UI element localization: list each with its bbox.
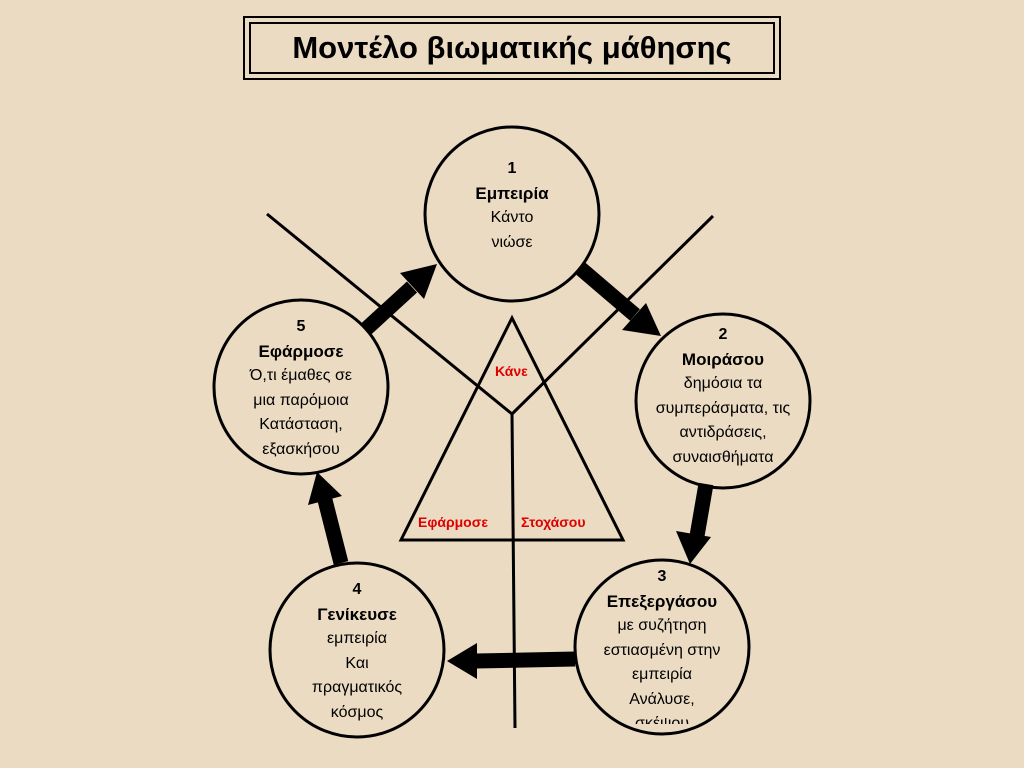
circle-experience [423,125,601,303]
node-text-line: συμπεράσματα, τις [655,399,791,417]
arrow-5-to-1 [359,264,437,336]
node-text-line: Ό,τι έμαθες σε [250,367,352,384]
node-title: Μοιράσου [681,349,765,369]
node-text-line: δημόσια τα [683,375,763,392]
circle-share [634,312,812,490]
arrow-2-to-3 [676,482,714,564]
arrow-1-to-2 [575,262,661,336]
node-number: 2 [718,326,728,343]
node-generalize: 4 Γενίκευσε εμπειρία Και πραγματικός κόσ… [272,578,442,725]
node-text-line: με συζήτηση [617,617,707,634]
node-text-line: συναισθήματα [672,448,774,466]
node-text-line: εστιασμένη στην [603,641,721,659]
circle-apply [212,298,390,476]
node-text-line: μια παρόμοια [253,391,349,409]
circle-process [573,558,751,736]
center-triangle [398,314,626,542]
node-text-line: Ανάλυσε, [629,690,695,708]
node-number: 3 [657,568,667,585]
node-apply: 5 Εφάρμοσε Ό,τι έμαθες σε μια παρόμοια Κ… [216,315,386,462]
triangle-label-apply: Εφάρμοσε [418,514,488,530]
node-title: Εφάρμοσε [258,341,344,361]
node-title: Γενίκευσε [317,604,397,624]
node-text-line: σκέψου [634,715,690,724]
node-experience: 1 Εμπειρία Κάντο νιώσε [432,157,592,255]
node-title: Επεξεργάσου [606,591,718,611]
node-number: 5 [296,318,306,335]
divider-line-vertical [510,413,517,729]
title-frame: Μοντέλο βιωματικής μάθησης [243,16,781,80]
node-text-line: εξασκήσου [262,440,340,458]
circle-generalize [268,561,446,739]
node-text-line: Και [345,654,369,672]
node-text-line: Κάντο [490,209,534,226]
arrow-4-to-5 [308,472,349,565]
node-text-line: εμπειρία [632,666,692,683]
node-share: 2 Μοιράσου δημόσια τα συμπεράσματα, τις … [628,323,818,470]
node-text-line: πραγματικός [311,679,403,696]
divider-line-right [510,214,715,416]
node-text-line: κόσμος [330,703,384,721]
triangle-label-reflect: Στοχάσου [521,514,586,530]
node-text-line: αντιδράσεις, [679,424,767,441]
node-process: 3 Επεξεργάσου με συζήτηση εστιασμένη στη… [577,565,747,724]
node-title: Εμπειρία [475,183,549,203]
triangle-label-do: Κάνε [495,363,528,379]
node-text-line: εμπειρία [327,630,387,647]
node-text-line: Κατάσταση, [259,416,343,433]
arrow-3-to-4 [447,643,576,679]
node-text-line: νιώσε [491,233,533,251]
title-inner-frame: Μοντέλο βιωματικής μάθησης [249,22,775,74]
page-title: Μοντέλο βιωματικής μάθησης [292,30,732,65]
node-number: 4 [352,581,362,598]
node-number: 1 [507,160,517,177]
